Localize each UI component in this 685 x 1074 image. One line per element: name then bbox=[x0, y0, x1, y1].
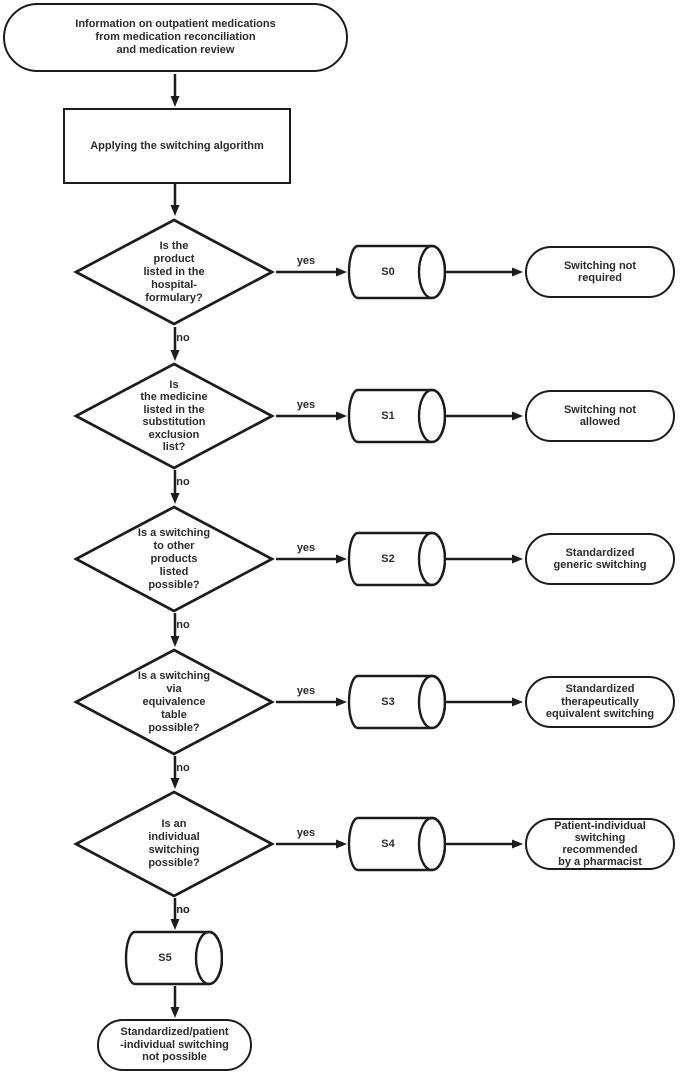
final-outcome-node: Standardized/patient -individual switchi… bbox=[97, 1019, 252, 1071]
process-node-text: Applying the switching algorithm bbox=[90, 139, 264, 152]
final-outcome-text: Standardized/patient -individual switchi… bbox=[120, 1026, 229, 1064]
start-node: Information on outpatient medications fr… bbox=[3, 3, 348, 72]
start-node-text: Information on outpatient medications fr… bbox=[75, 18, 276, 56]
step-label-s5: S5 bbox=[158, 951, 172, 964]
process-node: Applying the switching algorithm bbox=[63, 108, 291, 184]
cylinder-shape bbox=[124, 930, 223, 986]
final-no-label: no bbox=[176, 904, 190, 916]
step-cylinder-s5: S5 bbox=[121, 930, 223, 986]
